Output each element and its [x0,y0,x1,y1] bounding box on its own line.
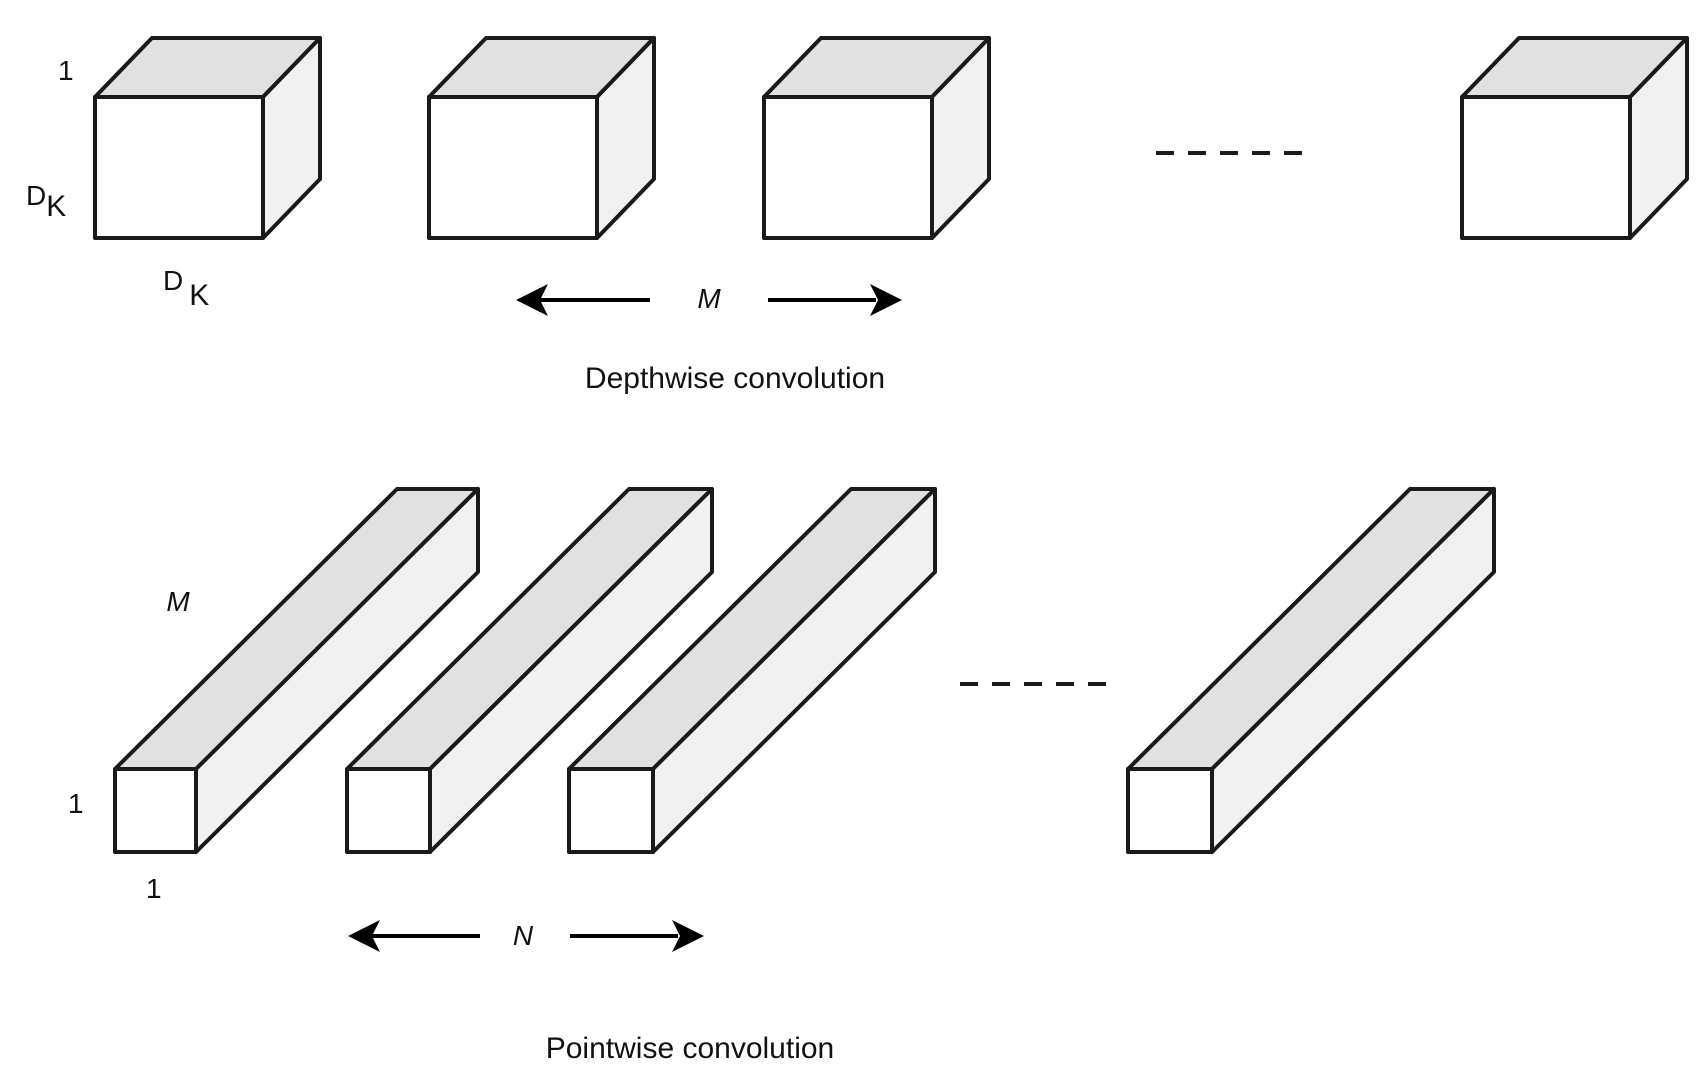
pointwise-caption: Pointwise convolution [546,1032,835,1065]
pointwise-kernel [1126,487,1496,854]
depthwise-dk-vertical-label: DK [26,180,66,223]
left-arrow-icon [516,284,548,316]
depthwise-kernel [1460,36,1689,240]
dk-vertical-d: D [26,180,46,211]
depthwise-kernel [93,36,322,240]
pointwise-count-label: N [513,920,534,951]
dk-horizontal-d: D [163,265,183,296]
depthwise-kernel [427,36,656,240]
pointwise-count-arrows [348,920,704,952]
right-arrow-icon [672,920,704,952]
pointwise-height-label: 1 [68,788,84,819]
depthwise-caption: Depthwise convolution [585,362,885,395]
pointwise-depth-label: M [166,586,190,617]
dk-horizontal-k: K [189,279,209,312]
depthwise-count-label: M [697,283,721,314]
depthwise-count-arrows [516,284,902,316]
pointwise-kernel [345,487,714,854]
pointwise-section: M 1 1 N Pointwise convolution [68,487,1496,1065]
pointwise-kernel [567,487,937,854]
dk-vertical-k: K [46,190,66,223]
pointwise-kernel [113,487,480,854]
pointwise-width-label: 1 [146,873,162,904]
depthwise-height-label: 1 [58,55,74,86]
left-arrow-icon [348,920,380,952]
depthwise-kernel [762,36,991,240]
right-arrow-icon [870,284,902,316]
